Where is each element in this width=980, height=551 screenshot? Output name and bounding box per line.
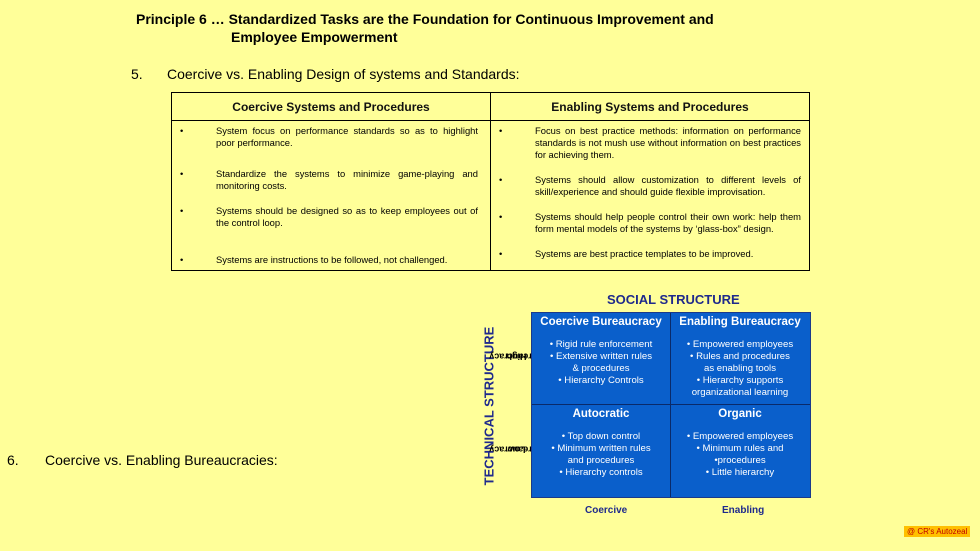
bullet-dot: • — [499, 125, 503, 136]
technical-structure-label: TECHNICAL STRUCTURE — [480, 318, 498, 494]
bullet-text: System focus on performance standards so… — [216, 125, 478, 148]
col-label-enabling: Enabling — [722, 505, 765, 516]
enabling-header: Enabling Systems and Procedures — [490, 92, 810, 121]
title-line-1: Principle 6 … Standardized Tasks are the… — [136, 11, 714, 27]
bullet-text: Systems are best practice templates to b… — [535, 248, 754, 259]
cell-line: • Little hierarchy — [705, 467, 775, 478]
cell-line: • Hierarchy Controls — [558, 375, 644, 386]
col-label-coercive: Coercive — [585, 505, 628, 516]
enabling-bullet-1: • Focus on best practice methods: informa… — [499, 125, 801, 161]
bullet-dot: • — [499, 174, 503, 185]
bullet-dot: • — [499, 211, 503, 222]
bullet-text: Systems should help people control their… — [535, 211, 801, 234]
cell-line: organizational learning — [691, 387, 789, 398]
title-line-2: Employee Empowerment — [231, 29, 398, 45]
coercive-bullet-1: • System focus on performance standards s… — [180, 125, 482, 149]
cell-enabling-bureaucracy: Enabling Bureaucracy • Empowered employe… — [671, 313, 809, 404]
bullet-dot: • — [499, 248, 503, 259]
cell-line: • Empowered employees — [686, 431, 794, 442]
cell-title: Enabling Bureaucracy — [679, 316, 801, 328]
coercive-bullet-2: • Standardize the systems to minimize gam… — [180, 168, 482, 192]
bureaucracy-matrix: Coercive Bureaucracy • Rigid rule enforc… — [531, 312, 811, 498]
matrix-divider-horizontal — [532, 404, 810, 405]
bullet-dot: • — [180, 254, 184, 265]
cell-line: • Rigid rule enforcement — [549, 339, 653, 350]
enabling-bullet-2: • Systems should allow customization to d… — [499, 174, 801, 198]
coercive-column: • System focus on performance standards s… — [171, 120, 491, 271]
cell-organic: Organic • Empowered employees • Minimum … — [671, 405, 809, 496]
enabling-bullet-3: • Systems should help people control thei… — [499, 211, 801, 235]
bullet-dot: • — [180, 125, 184, 136]
cell-body: • Empowered employees • Rules and proced… — [671, 339, 809, 399]
coercive-header: Coercive Systems and Procedures — [171, 92, 491, 121]
cell-line: • Minimum written rules — [551, 443, 651, 454]
cell-coercive-bureaucracy: Coercive Bureaucracy • Rigid rule enforc… — [532, 313, 670, 404]
bullet-text: Systems are instructions to be followed,… — [216, 254, 448, 265]
comparison-table: Coercive Systems and Procedures Enabling… — [171, 92, 810, 271]
cell-line: • Extensive written rules — [550, 351, 652, 362]
cell-line: • Empowered employees — [686, 339, 794, 350]
cell-line: • Rules and procedures — [690, 351, 790, 362]
page-title: Principle 6 … Standardized Tasks are the… — [136, 10, 714, 46]
section-6-heading: 6. Coercive vs. Enabling Bureaucracies: — [7, 452, 278, 468]
bullet-text: Standardize the systems to minimize game… — [216, 168, 478, 191]
cell-line: • Hierarchy supports — [696, 375, 784, 386]
section-6-number: 6. — [7, 452, 19, 468]
section-6-text: Coercive vs. Enabling Bureaucracies: — [45, 452, 278, 468]
bullet-text: Systems should allow customization to di… — [535, 174, 801, 197]
bullet-text: Systems should be designed so as to keep… — [216, 205, 478, 228]
copyright-badge: @ CR's Autozeal — [904, 526, 971, 537]
coercive-bullet-4: • Systems are instructions to be followed… — [180, 254, 482, 266]
bullet-dot: • — [180, 168, 184, 179]
cell-line: • Hierarchy controls — [559, 467, 643, 478]
cell-line: • Top down control — [561, 431, 641, 442]
social-structure-label: SOCIAL STRUCTURE — [607, 292, 740, 307]
cell-body: • Empowered employees • Minimum rules an… — [671, 431, 809, 479]
bullet-text: Focus on best practice methods: informat… — [535, 125, 801, 160]
cell-body: • Top down control • Minimum written rul… — [532, 431, 670, 479]
section-5-heading: 5. Coercive vs. Enabling Design of system… — [131, 66, 520, 82]
cell-autocratic: Autocratic • Top down control • Minimum … — [532, 405, 670, 496]
cell-title: Organic — [718, 408, 762, 420]
enabling-bullet-4: • Systems are best practice templates to … — [499, 248, 801, 260]
section-5-text: Coercive vs. Enabling Design of systems … — [167, 66, 520, 82]
cell-title: Coercive Bureaucracy — [540, 316, 662, 328]
cell-line: & procedures — [572, 363, 630, 374]
cell-body: • Rigid rule enforcement • Extensive wri… — [532, 339, 670, 387]
enabling-column: • Focus on best practice methods: informa… — [490, 120, 810, 271]
cell-line: as enabling tools — [703, 363, 776, 374]
cell-line: •procedures — [714, 455, 766, 466]
matrix-divider-vertical — [670, 313, 671, 497]
section-5-number: 5. — [131, 66, 143, 82]
coercive-bullet-3: • Systems should be designed so as to kee… — [180, 205, 482, 229]
cell-title: Autocratic — [572, 408, 630, 420]
cell-line: • Minimum rules and — [696, 443, 784, 454]
cell-line: and procedures — [567, 455, 635, 466]
bullet-dot: • — [180, 205, 184, 216]
